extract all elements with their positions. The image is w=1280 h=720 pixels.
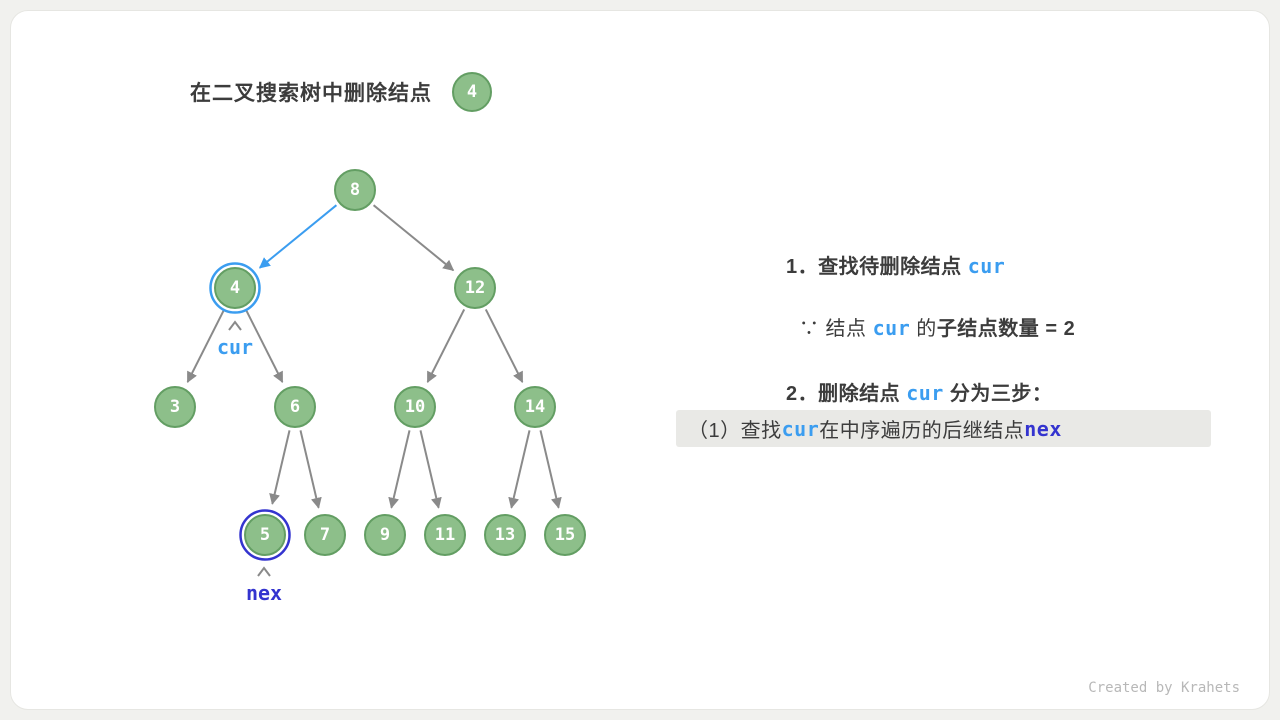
node-value: 10 <box>405 397 425 417</box>
nex-highlight-ring <box>239 509 291 561</box>
note-line-because: ∵ 结点 cur 的子结点数量 = 2 <box>799 312 1075 341</box>
tree-node-12: 12 <box>454 267 496 309</box>
up-arrow-icon <box>257 566 271 577</box>
note-line-step1: 1．查找待删除结点 cur <box>786 250 1005 279</box>
node-circle <box>484 514 526 556</box>
note-segment: cur <box>781 416 820 441</box>
node-value: 15 <box>555 525 575 545</box>
pointer-label: cur <box>217 335 253 359</box>
node-circle <box>274 386 316 428</box>
title-node-badge: 4 <box>452 72 492 112</box>
tree-node-3: 3 <box>154 386 196 428</box>
node-circle <box>364 514 406 556</box>
tree-edge-6-5 <box>269 430 291 505</box>
tree-node-15: 15 <box>544 514 586 556</box>
tree-node-5: 5 <box>239 509 291 561</box>
note-segment: = 2 <box>1039 318 1076 340</box>
node-circle <box>514 386 556 428</box>
tree-node-9: 9 <box>364 514 406 556</box>
note-segment: cur <box>872 316 911 340</box>
note-segment: ∵ 结点 <box>799 318 873 340</box>
node-value: 5 <box>260 525 270 545</box>
pointer-label: nex <box>246 581 282 605</box>
tree-node-13: 13 <box>484 514 526 556</box>
node-circle <box>334 169 376 211</box>
note-segment: cur <box>906 381 944 405</box>
node-value: 9 <box>380 525 390 545</box>
node-circle <box>394 386 436 428</box>
tree-node-14: 14 <box>514 386 556 428</box>
watermark: Created by Krahets <box>1088 680 1240 696</box>
tree-node-8: 8 <box>334 169 376 211</box>
node-value: 12 <box>465 278 485 298</box>
tree-edge-6-7 <box>299 430 322 509</box>
node-value: 4 <box>230 278 240 298</box>
node-circle <box>424 514 466 556</box>
page-title: 在二叉搜索树中删除结点 <box>190 82 432 105</box>
pointer-cur: cur <box>217 320 253 359</box>
node-value: 7 <box>320 525 330 545</box>
tree-edge-10-9 <box>388 430 411 509</box>
note-segment: 1．查找待删除结点 <box>786 256 968 278</box>
note-segment: cur <box>967 254 1006 278</box>
note-line-step2: 2．删除结点 cur 分为三步： <box>786 377 1052 406</box>
tree-edge-12-14 <box>484 308 524 383</box>
tree-edge-14-13 <box>508 430 531 509</box>
node-circle <box>544 514 586 556</box>
note-segment: 2．删除结点 <box>786 383 907 405</box>
node-circle <box>244 514 286 556</box>
tree-edge-4-6 <box>244 308 284 383</box>
note-segment: 的 <box>910 318 937 340</box>
node-circle <box>154 386 196 428</box>
up-arrow-icon <box>228 320 242 331</box>
note-segment: nex <box>1024 416 1062 441</box>
node-circle <box>214 267 256 309</box>
tree-edge-4-3 <box>186 308 226 383</box>
tree-edge-8-4 <box>258 204 338 269</box>
note-segment: 在中序遍历的后继结点 <box>819 420 1025 442</box>
tree-node-4: 4 <box>209 262 261 314</box>
node-value: 3 <box>170 397 180 417</box>
node-value: 6 <box>290 397 300 417</box>
note-segment: 子结点数量 <box>936 318 1040 340</box>
node-value: 13 <box>495 525 515 545</box>
node-value: 8 <box>350 180 360 200</box>
tree-edge-12-10 <box>426 308 466 383</box>
pointer-nex: nex <box>246 566 282 605</box>
note-segment: 分为三步： <box>943 383 1053 405</box>
tree-node-11: 11 <box>424 514 466 556</box>
node-value: 14 <box>525 397 545 417</box>
node-circle <box>454 267 496 309</box>
title: 在二叉搜索树中删除结点 4 <box>190 72 492 112</box>
canvas-card <box>10 10 1270 710</box>
tree-edge-14-15 <box>539 430 562 509</box>
node-value: 11 <box>435 525 455 545</box>
tree-edge-10-11 <box>419 430 442 509</box>
note-line-highlighted: （1）查找 cur 在中序遍历的后继结点 nex <box>676 410 1211 447</box>
cur-highlight-ring <box>209 262 261 314</box>
tree-node-10: 10 <box>394 386 436 428</box>
note-segment: （1）查找 <box>688 420 782 442</box>
tree-edge-8-12 <box>372 204 455 272</box>
node-circle <box>304 514 346 556</box>
tree-node-7: 7 <box>304 514 346 556</box>
tree-node-6: 6 <box>274 386 316 428</box>
